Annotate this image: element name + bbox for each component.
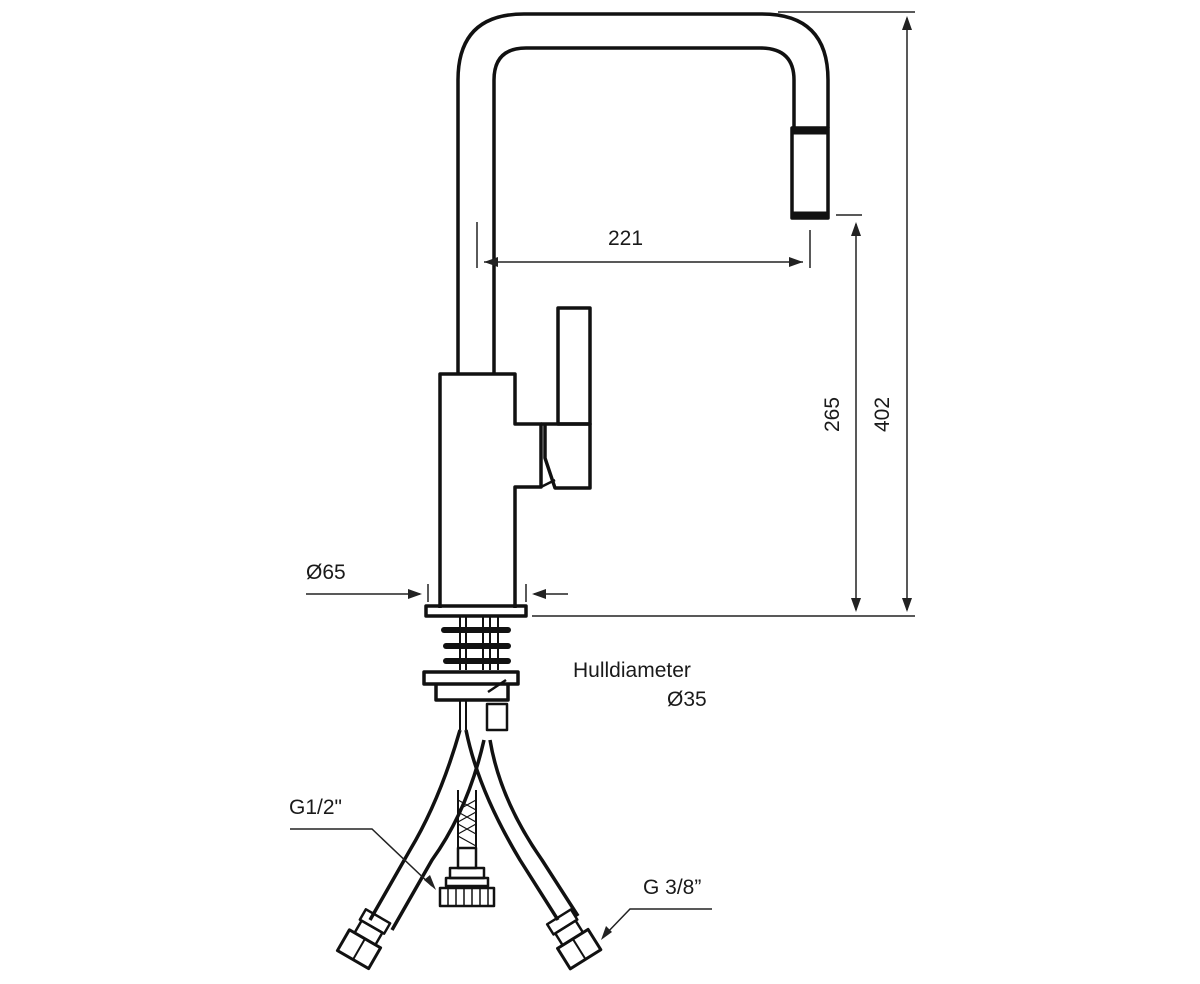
hose-left bbox=[368, 729, 462, 921]
hole-diameter-title: Hulldiameter bbox=[573, 659, 691, 682]
spout-height-label: 265 bbox=[821, 396, 844, 432]
total-height-label: 402 bbox=[871, 396, 894, 432]
handle-lever bbox=[556, 306, 592, 426]
reach-dimension-label: 221 bbox=[608, 227, 644, 250]
base-diameter-label: Ø65 bbox=[306, 561, 346, 584]
hose-right bbox=[464, 729, 560, 921]
hose-connection-label: G 3/8” bbox=[643, 876, 702, 899]
mounting-nut bbox=[422, 670, 520, 686]
main-connection-label: G1/2" bbox=[289, 796, 342, 819]
right-hose-nut bbox=[556, 927, 603, 971]
g12-connector bbox=[438, 886, 496, 908]
faucet-body bbox=[438, 372, 543, 608]
base-plate bbox=[424, 604, 528, 618]
hole-diameter-value: Ø35 bbox=[667, 688, 707, 711]
spout-outline bbox=[456, 12, 830, 374]
spray-head bbox=[790, 126, 830, 220]
